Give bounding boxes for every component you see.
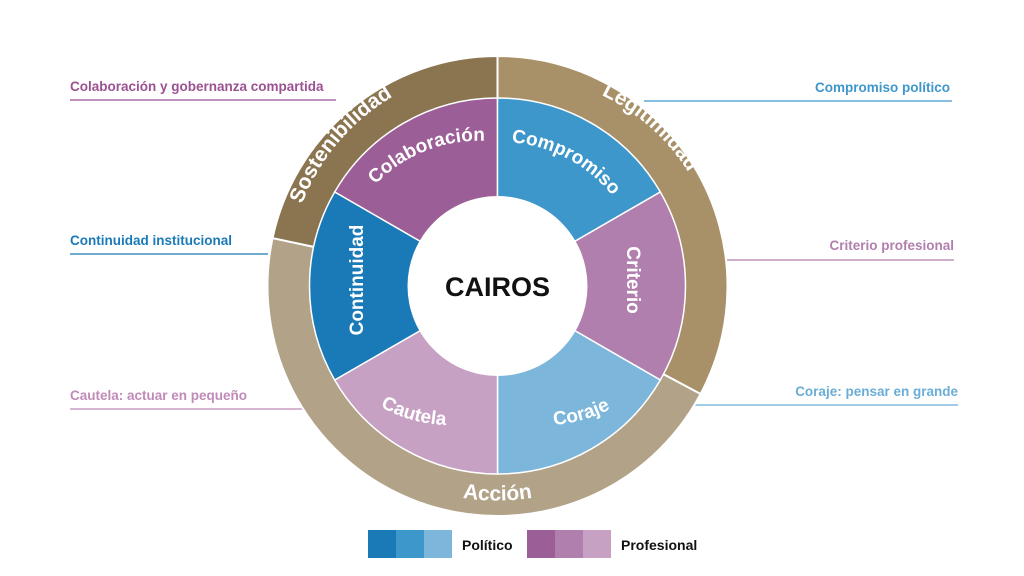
ring-label-accion: Acción: [462, 480, 533, 506]
compromiso-side-label: Compromiso político: [815, 80, 950, 95]
legend-swatch-profesional-3: [583, 530, 611, 558]
center-circle: [407, 196, 588, 376]
legend-swatch-politico-3: [424, 530, 452, 558]
side-labels: Colaboración y gobernanza compartida Con…: [70, 79, 958, 410]
criterio-side-label: Criterio profesional: [829, 238, 954, 253]
legend-swatch-politico-1: [368, 530, 396, 558]
segment-label-continuidad: Continuidad: [347, 225, 368, 336]
legend-label-profesional: Profesional: [621, 537, 697, 553]
legend-swatch-profesional-2: [555, 530, 583, 558]
center-label: CAIROS: [445, 272, 550, 302]
legend-swatch-profesional-1: [527, 530, 555, 558]
legend-swatch-politico-2: [396, 530, 424, 558]
legend-label-politico: Político: [462, 537, 513, 553]
segment-label-criterio: Criterio: [622, 246, 643, 314]
cautela-side-label: Cautela: actuar en pequeño: [70, 388, 247, 403]
coraje-side-label: Coraje: pensar en grande: [795, 384, 958, 399]
colaboracion-side-label: Colaboración y gobernanza compartida: [70, 79, 324, 94]
continuidad-side-label: Continuidad institucional: [70, 233, 232, 248]
legend: Político Profesional: [368, 530, 697, 558]
